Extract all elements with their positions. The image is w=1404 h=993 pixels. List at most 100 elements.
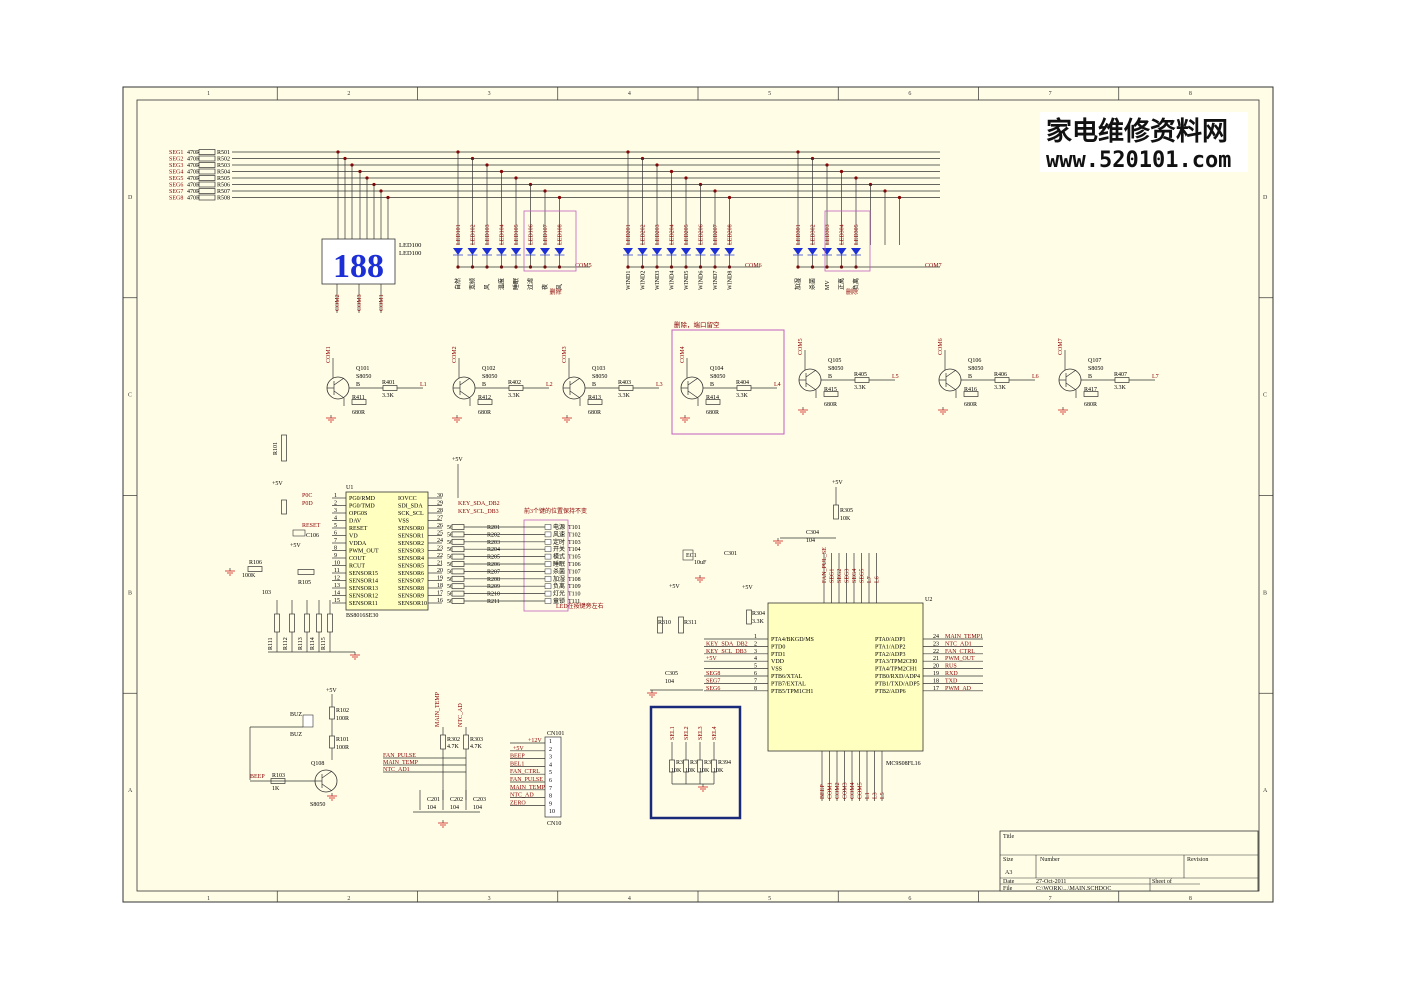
u1-pin-name: RESET bbox=[349, 526, 368, 532]
key-pad bbox=[544, 561, 552, 567]
led-triangle bbox=[540, 248, 550, 255]
buzzer-rb-ref: R103 bbox=[272, 773, 285, 779]
key-name: 灯光 bbox=[553, 590, 565, 598]
u1-pin-number: 28 bbox=[437, 508, 443, 514]
u2-pin-number: 20 bbox=[933, 664, 939, 670]
key-name: 童锁 bbox=[553, 597, 565, 605]
seg-resistor bbox=[198, 175, 216, 181]
key-name: 负离 bbox=[553, 582, 565, 590]
u2-left-net: KEY_SDA_DB2 bbox=[706, 641, 748, 647]
ground-symbol bbox=[327, 793, 337, 801]
led-ref: LED106 bbox=[529, 224, 535, 245]
zone-col-label-top: 8 bbox=[1189, 91, 1192, 97]
seg-net-label: SEG7 bbox=[169, 189, 183, 195]
driver-rb-value: 3.3K bbox=[618, 393, 631, 399]
driver-base-pin: B bbox=[968, 374, 972, 380]
ground-symbol bbox=[698, 784, 708, 792]
zone-col-label-bottom: 8 bbox=[1189, 896, 1192, 902]
u1-pin-number: 5 bbox=[334, 523, 337, 529]
buzzer-r2-ref: R101 bbox=[336, 737, 349, 743]
u2-pin-name: PTB5/TPM1CH1 bbox=[771, 689, 813, 695]
u1-bottom-resistor bbox=[289, 613, 295, 633]
zone-col-label-bottom: 1 bbox=[207, 896, 210, 902]
driver-note: 删除，端口留空 bbox=[674, 320, 720, 329]
led-ref: LED107 bbox=[543, 224, 549, 245]
connector-pin: 1 bbox=[549, 739, 552, 745]
u1-bottom-resistor bbox=[274, 613, 280, 633]
u1-supply-small: +5V bbox=[272, 481, 283, 487]
ground-symbol bbox=[680, 415, 690, 423]
u1-pin-name: SENSOR0 bbox=[398, 526, 424, 532]
driver-emitter-resistor bbox=[705, 399, 721, 405]
tb-revision: Revision bbox=[1187, 857, 1208, 863]
zone-row-label-right: B bbox=[1263, 590, 1267, 596]
connector-pin: 8 bbox=[549, 794, 552, 800]
connector-net: MAIN_TEMP bbox=[510, 785, 546, 791]
key-resistor bbox=[451, 553, 465, 560]
u2-left-net: SEG7 bbox=[706, 678, 720, 684]
driver-emitter-resistor bbox=[587, 399, 603, 405]
key-resistor bbox=[451, 546, 465, 553]
led-function-label: 睡眠 bbox=[512, 278, 520, 290]
u2-pullup-resistor bbox=[833, 504, 839, 520]
driver-rb-ref: R404 bbox=[736, 380, 749, 386]
led-function-label: 加湿 bbox=[794, 278, 802, 290]
buzzer-supply: +5V bbox=[326, 688, 337, 694]
seg-net-label: SEG5 bbox=[169, 176, 183, 182]
key-resistor bbox=[451, 575, 465, 582]
driver-q-type: S8050 bbox=[356, 374, 371, 380]
sensor-cap-ref: C201 bbox=[427, 797, 440, 803]
led-triangle bbox=[666, 248, 677, 255]
zone-col-label-bottom: 4 bbox=[628, 896, 631, 902]
buzzer-q-ref: Q108 bbox=[311, 761, 324, 767]
zone-col-label-top: 6 bbox=[908, 91, 911, 97]
led-triangle bbox=[554, 248, 565, 255]
led-triangle bbox=[511, 248, 521, 255]
driver-base-pin: B bbox=[1088, 374, 1092, 380]
key-resistor-ref: R209 bbox=[487, 584, 500, 590]
tb-sheet: Sheet of bbox=[1152, 878, 1172, 885]
u1-pullup-resistor bbox=[281, 434, 287, 462]
led-triangle bbox=[851, 248, 861, 255]
driver-com-label: COM3 bbox=[562, 346, 568, 363]
u1-bottom-ref: R115 bbox=[321, 637, 327, 650]
seg-net-label: SEG8 bbox=[169, 196, 183, 202]
key-ref: T107 bbox=[568, 569, 581, 575]
u1-pin-number: 23 bbox=[437, 546, 443, 552]
u1-pin-name: COUT bbox=[349, 556, 366, 562]
u2-left-net: SEG8 bbox=[706, 671, 720, 677]
driver-out-label: L1 bbox=[420, 382, 427, 388]
option-value: 10K bbox=[713, 768, 724, 774]
display-com-label: COM2 bbox=[335, 294, 341, 311]
transistor-emitter bbox=[569, 390, 581, 399]
key-resistor bbox=[451, 531, 465, 538]
connector-net: +5V bbox=[513, 746, 524, 752]
option-net: SEL2 bbox=[684, 726, 690, 740]
seven-segment-display: 188 LED100 LED100 bbox=[321, 238, 421, 285]
tb-title: Title bbox=[1003, 834, 1014, 840]
driver-delete-box bbox=[671, 329, 785, 435]
seg-resistor bbox=[198, 162, 216, 168]
u1-pin-number: 3 bbox=[334, 508, 337, 514]
option-value: 10K bbox=[699, 768, 710, 774]
ground-symbol bbox=[225, 568, 235, 576]
zone-col-label-bottom: 3 bbox=[488, 896, 491, 902]
zone-col-label-bottom: 2 bbox=[347, 896, 350, 902]
driver-com-label: COM4 bbox=[680, 346, 686, 363]
driver-base-resistor bbox=[854, 377, 870, 383]
u2-top-net: SEG3 bbox=[845, 569, 851, 583]
buzzer-r2-value: 100R bbox=[336, 745, 349, 751]
connector-net: FAN_CTRL bbox=[510, 769, 540, 775]
u1-rt-value: 100K bbox=[242, 573, 256, 579]
u2-pin-number: 5 bbox=[754, 664, 757, 670]
led-function-label: 温度 bbox=[498, 278, 506, 290]
buzzer-r1-value: 100R bbox=[336, 716, 349, 722]
key-resistor bbox=[451, 583, 465, 590]
driver-rb-ref: R402 bbox=[508, 380, 521, 386]
key-ref: T106 bbox=[568, 562, 581, 568]
u1-pin-number: 22 bbox=[437, 553, 443, 559]
seg-resistor-ref: R502 bbox=[217, 157, 230, 163]
transistor-emitter bbox=[945, 382, 957, 391]
u1-pin-name: RCUT bbox=[349, 564, 365, 570]
u1-pin-number: 17 bbox=[437, 591, 443, 597]
